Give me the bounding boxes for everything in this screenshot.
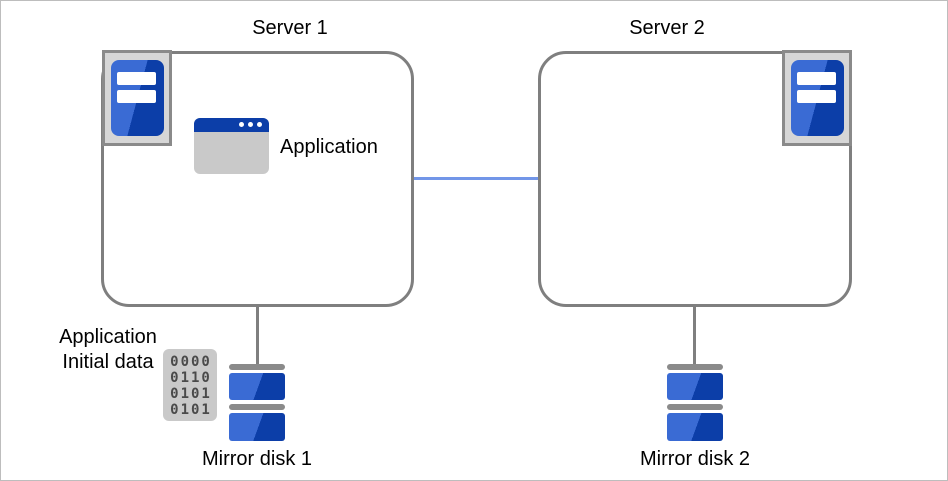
disk-block-icon [667,413,723,441]
server2-tower-icon [782,50,852,146]
disk-block-icon [667,373,723,400]
binary-row: 0110 [170,370,212,386]
server-slot-icon [117,90,156,103]
disk-block-icon [229,373,285,400]
window-titlebar [194,118,269,132]
window-buttons-icon [239,122,262,127]
binary-row: 0101 [170,386,212,402]
initial-data-note-line2: Initial data [62,351,154,373]
mirror-disk1-icon [229,364,285,441]
initial-data-note-line1: Application [59,326,157,348]
disk-platter-icon [667,404,723,410]
window-dot-icon [239,122,244,127]
server-tower-body [791,60,844,136]
mirror-disk2-label: Mirror disk 2 [639,448,750,470]
binary-row: 0101 [170,402,212,418]
disk-platter-icon [229,404,285,410]
mirror-disk1-label: Mirror disk 1 [201,448,312,470]
application-label: Application [280,136,378,158]
window-dot-icon [257,122,262,127]
server2-disk-connector [693,306,696,365]
server-slot-icon [797,72,836,85]
server1-disk-connector [256,306,259,365]
binary-data-icon: 0000 0110 0101 0101 [163,349,217,421]
binary-row: 0000 [170,354,212,370]
server1-title: Server 1 [252,17,328,39]
server-slot-icon [117,72,156,85]
disk-block-icon [229,413,285,441]
mirror-disk2-icon [667,364,723,441]
server1-tower-icon [102,50,172,146]
disk-platter-icon [667,364,723,370]
network-link-line [414,177,538,180]
window-dot-icon [248,122,253,127]
initial-data-note: Application Initial data [38,325,178,375]
application-window-icon [194,118,269,174]
server-slot-icon [797,90,836,103]
server2-title: Server 2 [629,17,705,39]
disk-platter-icon [229,364,285,370]
server-tower-body [111,60,164,136]
